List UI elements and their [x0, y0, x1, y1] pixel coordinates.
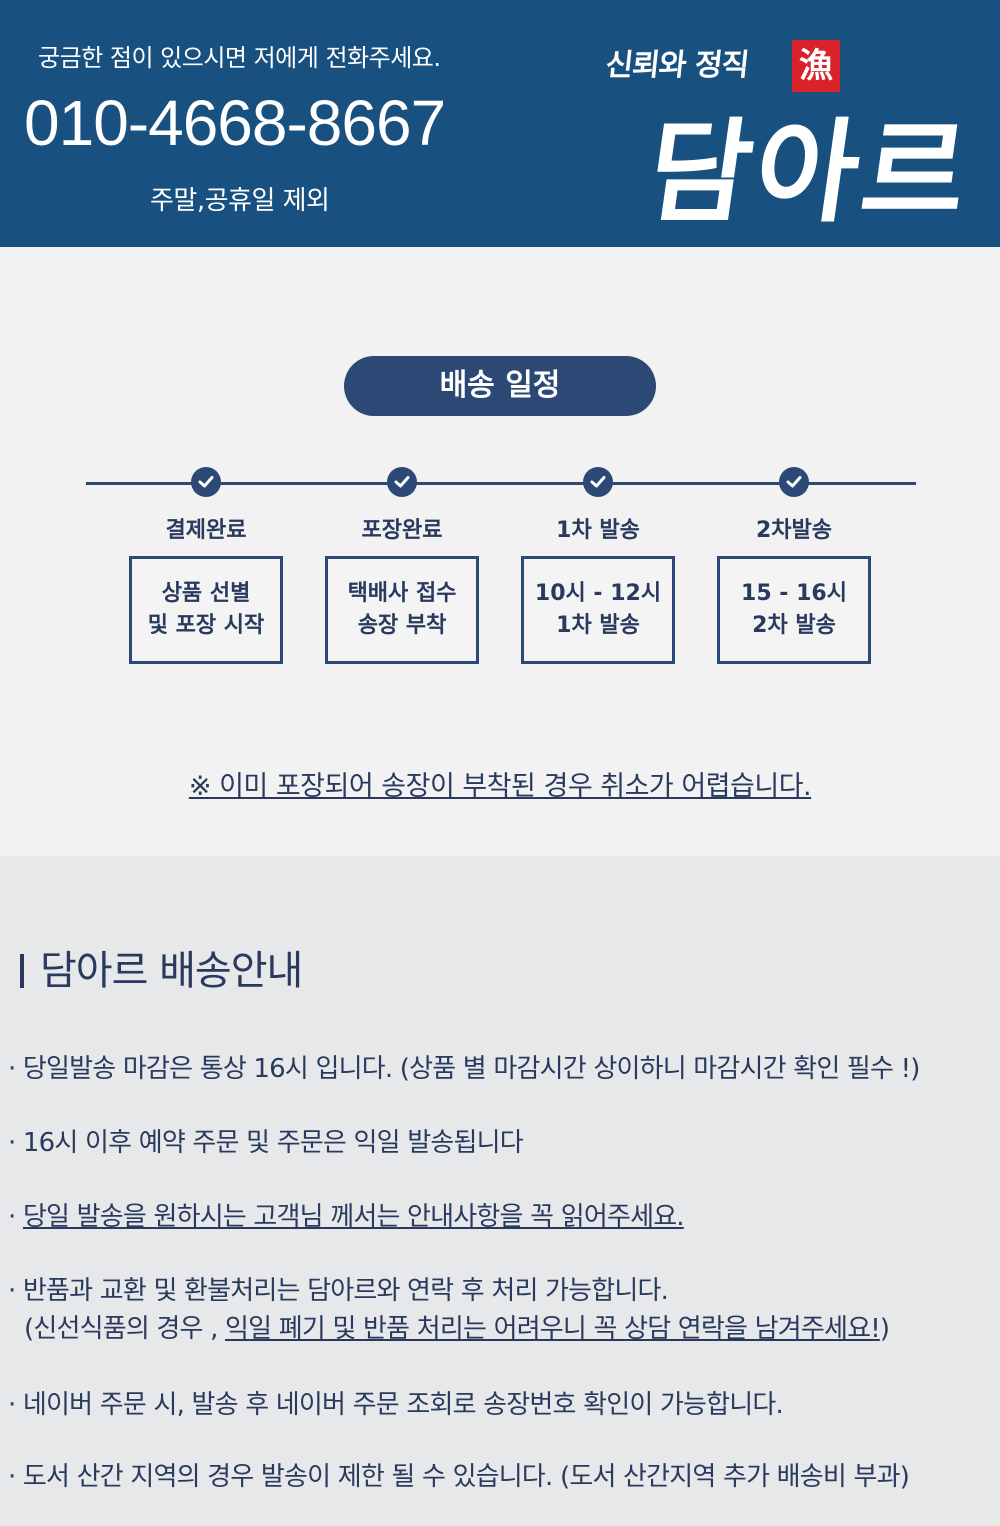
- delivery-info-section: [0, 856, 1000, 1526]
- check-icon: [779, 467, 809, 497]
- info-sub-suffix: ): [879, 1314, 890, 1344]
- info-sub-prefix: (신선식품의 경우 ,: [24, 1314, 226, 1344]
- cancel-notice: ※ 이미 포장되어 송장이 부착된 경우 취소가 어렵습니다.: [0, 764, 1000, 803]
- check-icon: [191, 467, 221, 497]
- step-box-text: 10시 - 12시 1차 발송: [534, 581, 662, 638]
- info-item: · 당일발송 마감은 통상 16시 입니다. (상품 별 마감시간 상이하니 마…: [8, 1054, 920, 1084]
- step-label-first-dispatch: 1차 발송: [556, 518, 640, 543]
- step-box-packing: 택배사 접수 송장 부착: [325, 556, 479, 664]
- phone-number[interactable]: 010-4668-8667: [24, 87, 446, 159]
- info-item: · 당일 발송을 원하시는 고객님 께서는 안내사항을 꼭 읽어주세요.: [8, 1198, 685, 1236]
- info-bullet: ·: [8, 1202, 23, 1232]
- schedule-title: 배송 일정: [344, 356, 656, 416]
- info-item-subline: (신선식품의 경우 , 익일 폐기 및 반품 처리는 어려우니 꼭 상담 연락을…: [8, 1310, 890, 1348]
- step-box-text: 택배사 접수 송장 부착: [347, 581, 457, 638]
- contact-hours-note: 주말,공휴일 제외: [150, 186, 330, 216]
- schedule-timeline: [86, 482, 916, 485]
- info-item: · 네이버 주문 시, 발송 후 네이버 주문 조회로 송장번호 확인이 가능합…: [8, 1390, 784, 1420]
- info-item: · 도서 산간 지역의 경우 발송이 제한 될 수 있습니다. (도서 산간지역…: [8, 1462, 910, 1492]
- info-item: · 16시 이후 예약 주문 및 주문은 익일 발송됩니다: [8, 1128, 524, 1158]
- step-box-second-dispatch: 15 - 16시 2차 발송: [717, 556, 871, 664]
- step-label-packing: 포장완료: [361, 518, 443, 543]
- contact-question: 궁금한 점이 있으시면 저에게 전화주세요.: [38, 44, 441, 72]
- info-item: · 반품과 교환 및 환불처리는 담아르와 연락 후 처리 가능합니다. (신선…: [8, 1272, 890, 1348]
- step-box-text: 15 - 16시 2차 발송: [741, 581, 847, 638]
- step-label-second-dispatch: 2차발송: [755, 518, 833, 543]
- info-title-text: 담아르 배송안내: [40, 948, 303, 994]
- brand-seal: 漁: [792, 40, 840, 92]
- contact-header: 궁금한 점이 있으시면 저에게 전화주세요. 010-4668-8667 주말,…: [0, 0, 1000, 247]
- cancel-notice-text: ※ 이미 포장되어 송장이 부착된 경우 취소가 어렵습니다.: [188, 771, 812, 802]
- check-icon: [387, 467, 417, 497]
- info-item-text: · 반품과 교환 및 환불처리는 담아르와 연락 후 처리 가능합니다.: [8, 1276, 669, 1306]
- brand-tagline: 신뢰와 정직: [603, 48, 750, 83]
- info-sub-underlined: 익일 폐기 및 반품 처리는 어려우니 꼭 상담 연락을 남겨주세요!: [225, 1314, 881, 1344]
- step-box-text: 상품 선별 및 포장 시작: [147, 581, 265, 638]
- check-icon: [583, 467, 613, 497]
- title-bar: [20, 954, 24, 988]
- info-item-underlined: 당일 발송을 원하시는 고객님 께서는 안내사항을 꼭 읽어주세요.: [22, 1202, 685, 1232]
- brand-logo: 담아르: [639, 108, 979, 238]
- info-title: 담아르 배송안내: [20, 938, 303, 996]
- step-label-payment: 결제완료: [165, 518, 247, 543]
- step-box-first-dispatch: 10시 - 12시 1차 발송: [521, 556, 675, 664]
- step-box-payment: 상품 선별 및 포장 시작: [129, 556, 283, 664]
